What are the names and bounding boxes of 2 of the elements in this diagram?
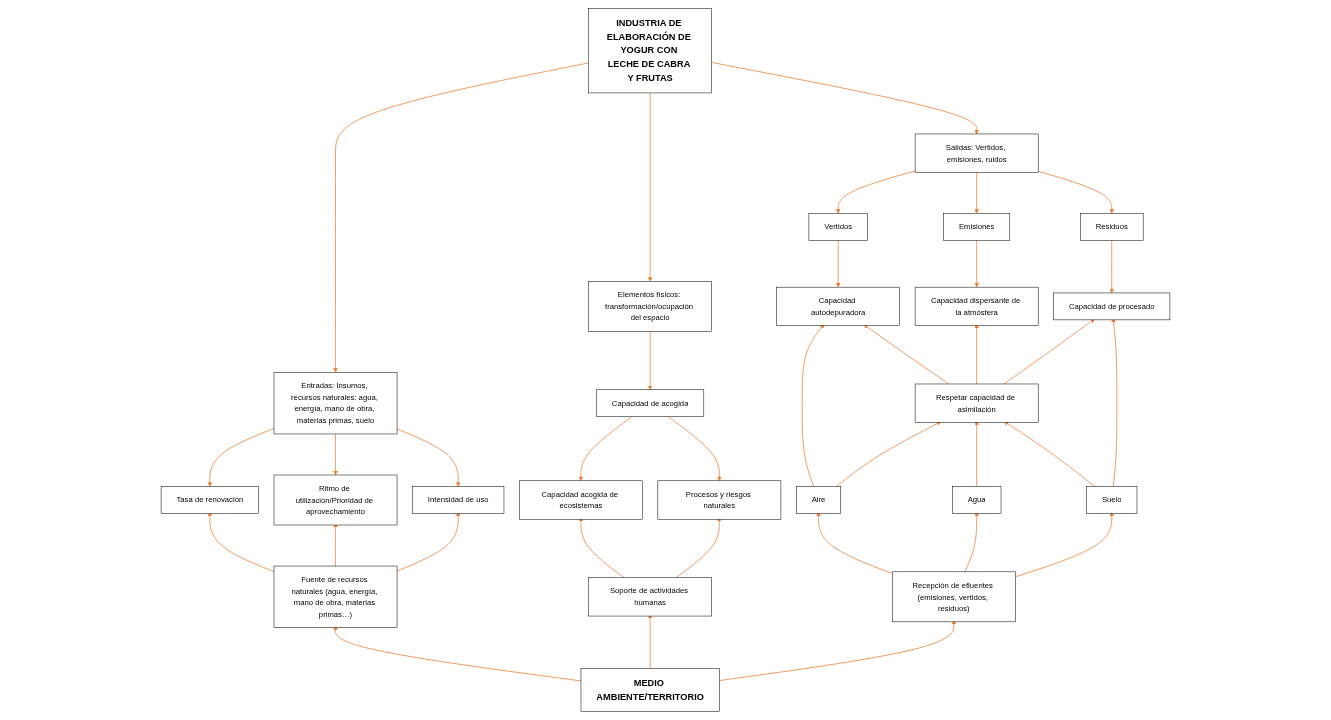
node-box: INDUSTRIA DE ELABORACIÓN DE YOGUR CON LECHE DE CABRA Y FRUTAS bbox=[588, 8, 712, 94]
node-box: MEDIO AMBIENTE/TERRITORIO bbox=[580, 668, 720, 712]
